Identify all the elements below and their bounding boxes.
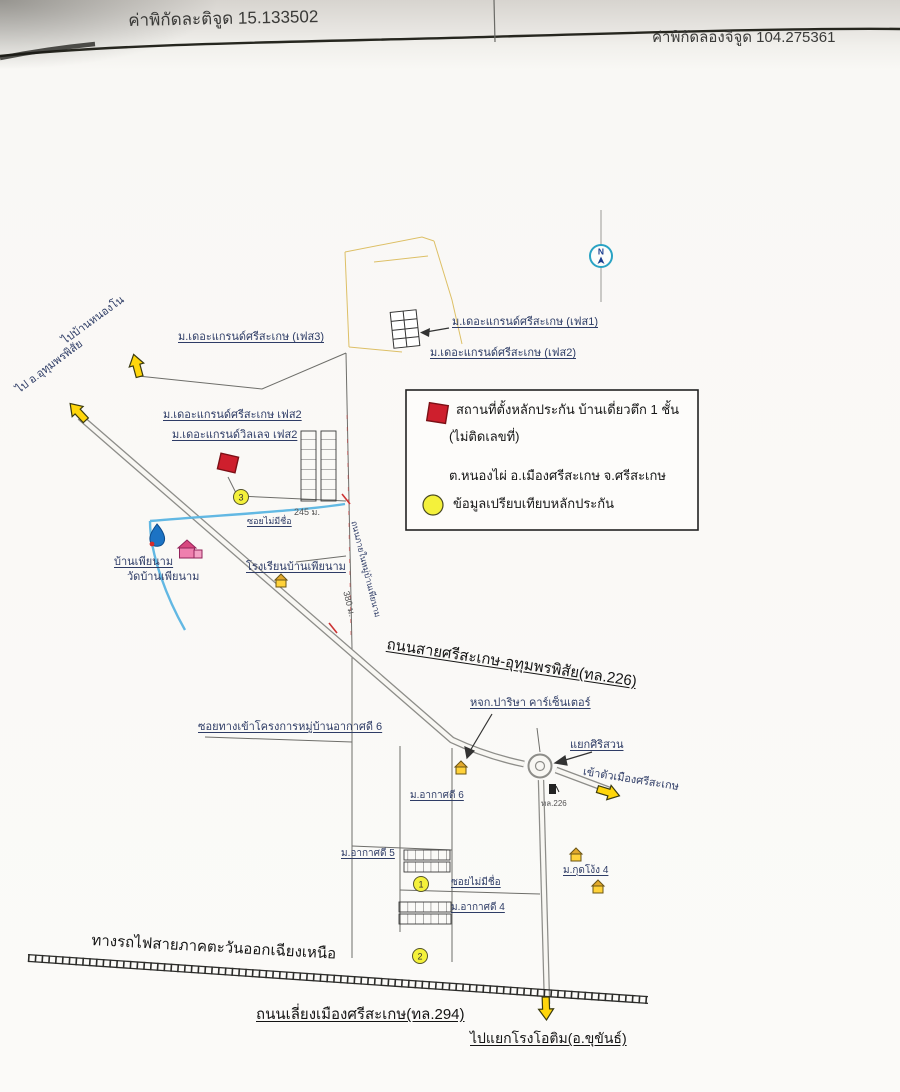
label-grand-phase3: ม.เดอะแกรนด์ศรีสะเกษ (เฟส3) xyxy=(178,331,324,343)
label-grand-sk-phase2: ม.เดอะแกรนด์ศรีสะเกษ เฟส2 xyxy=(163,409,302,421)
scan-edge-line xyxy=(0,0,900,61)
pointer-arrows xyxy=(464,713,593,766)
svg-text:1: 1 xyxy=(418,880,423,890)
label-car-center: หจก.ปาริษา คาร์เซ็นเตอร์ xyxy=(470,697,591,709)
legend-box xyxy=(405,389,699,531)
label-soi-akat-dee: ซอยทางเข้าโครงการหมู่บ้านอากาศดี 6 xyxy=(198,721,383,733)
school-house-icon xyxy=(274,573,288,588)
townhouse-rows xyxy=(300,430,337,502)
legend-line3: ต.หนองไผ่ อ.เมืองศรีสะเกษ จ.ศรีสะเกษ xyxy=(449,468,666,483)
label-junction-sirisuan: แยกศิริสวน xyxy=(570,739,624,751)
arrow-to-ban-nong-no-icon xyxy=(125,351,148,380)
latitude-value: ค่าพิกัดละติจูด 15.133502 xyxy=(128,7,319,30)
kut-ngong-house-icon-2 xyxy=(591,879,605,894)
legend-comparison-icon xyxy=(422,494,444,516)
label-m-akat-4: ม.อากาศดี 4 xyxy=(451,902,505,913)
svg-text:2: 2 xyxy=(417,952,422,962)
label-soi-unnamed-1: ซอยไม่มีชื่อ xyxy=(247,516,292,526)
minor-roads xyxy=(137,352,541,962)
label-to-otim: ไปแยกโรงโอติม(อ.ขุขันธ์) xyxy=(470,1030,627,1046)
legend-comparison: ข้อมูลเปรียบเทียบหลักประกัน xyxy=(453,496,615,511)
legend-line2: (ไม่ติดเลขที่) xyxy=(449,429,520,444)
legend-line1: สถานที่ตั้งหลักประกัน บ้านเดี่ยวตึก 1 ชั… xyxy=(456,402,680,417)
comp1-townhouse-rows xyxy=(403,849,451,873)
route-tick-marks xyxy=(328,414,352,641)
railway-line xyxy=(27,953,649,1005)
label-m-akat-6: ม.อากาศดี 6 xyxy=(410,790,464,801)
comparison-circle-2: 2 xyxy=(412,948,428,964)
label-grand-phase1: ม.เดอะแกรนด์ศรีสะเกษ (เฟส1) xyxy=(452,316,598,328)
longitude-value: ค่าพิกัดลองจิจูด 104.275361 xyxy=(652,29,836,46)
label-bypass: ถนนเลี่ยงเมืองศรีสะเกษ(ทล.294) xyxy=(256,1006,465,1023)
label-hw-226-small: ทล.226 xyxy=(541,799,567,808)
label-grand-phase2: ม.เดอะแกรนด์ศรีสะเกษ (เฟส2) xyxy=(430,347,576,359)
phase1-pointer-arrow xyxy=(420,327,450,337)
temple-icon xyxy=(176,539,203,559)
arrow-to-otim-icon xyxy=(537,996,555,1021)
phase1-building xyxy=(389,309,421,349)
stream-line xyxy=(148,502,346,631)
roundabout xyxy=(527,753,553,779)
svg-text:3: 3 xyxy=(238,493,243,503)
label-ban-phia-nam: บ้านเพียนาม xyxy=(114,556,174,568)
fuel-pump-icon xyxy=(549,784,560,794)
label-grand-village-phase2: ม.เดอะแกรนด์วิลเลจ เฟส2 xyxy=(172,429,298,441)
kut-ngong-house-icon-1 xyxy=(569,847,583,862)
label-m-kut-ngong: ม.กุดโง้ง 4 xyxy=(563,865,609,876)
compass-n-letter: N xyxy=(598,247,604,257)
label-wat-ban-phia-nam: วัดบ้านเพียนาม xyxy=(127,571,200,583)
car-center-house-icon xyxy=(454,760,468,775)
label-school: โรงเรียนบ้านเพียนาม xyxy=(246,561,346,573)
label-dist-245: 245 ม. xyxy=(294,507,320,517)
legend-subject-icon xyxy=(425,401,450,425)
comparison-circle-3: 3 xyxy=(233,489,249,505)
label-m-akat-5: ม.อากาศดี 5 xyxy=(341,848,395,859)
subject-property-marker xyxy=(216,452,240,474)
comp2-townhouse-rows xyxy=(398,901,452,925)
compass-icon: N xyxy=(589,210,613,302)
gas-station-icon xyxy=(149,523,166,547)
bypass-294-road xyxy=(537,779,551,1005)
label-soi-unnamed-2: ซอยไม่มีชื่อ xyxy=(451,877,501,888)
comparison-circle-1: 1 xyxy=(413,876,429,892)
cadastral-lines xyxy=(344,236,463,353)
